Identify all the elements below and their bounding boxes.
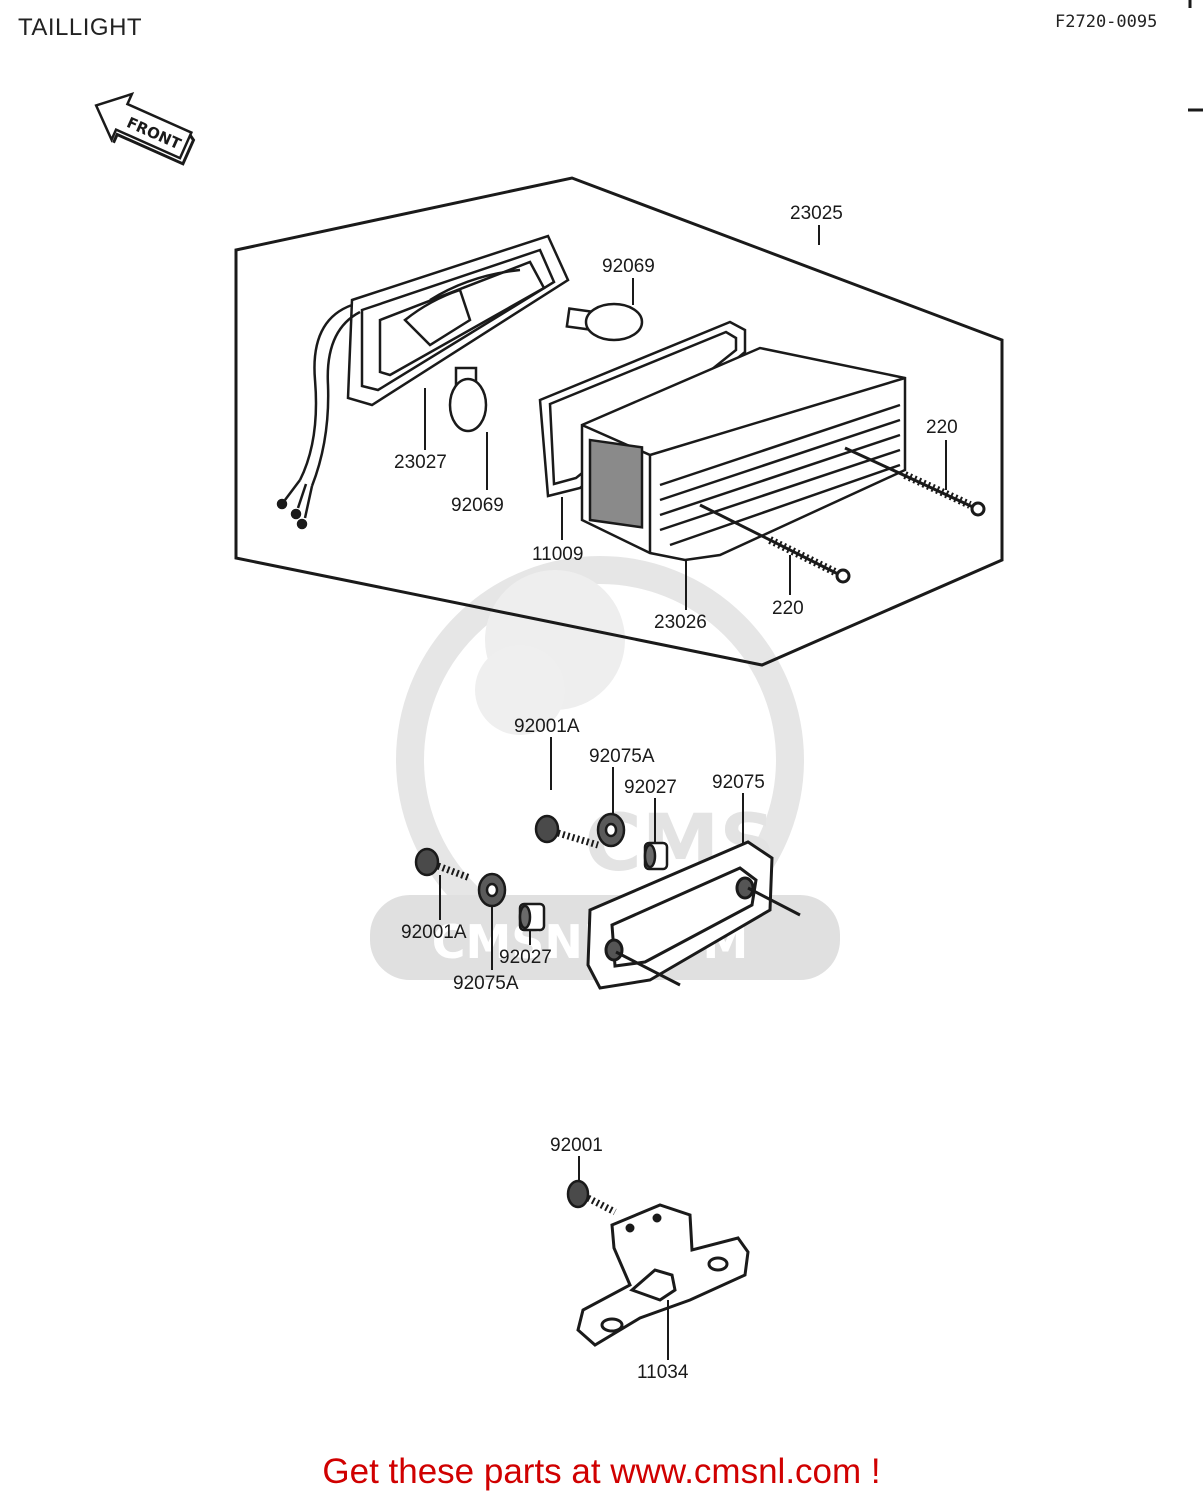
edge-marks	[1188, 0, 1203, 112]
taillight-assembly-boundary	[234, 176, 1004, 667]
bolt-upper-92001A	[534, 814, 600, 849]
callout-23026: 23026	[654, 612, 707, 633]
collar-lower-92027	[518, 902, 546, 932]
screw-upper-220	[844, 446, 986, 517]
bolt-lower-92001A	[414, 847, 472, 882]
callout-92027-lower: 92027	[499, 947, 552, 968]
bolt-92001	[566, 1179, 617, 1216]
leader-lines	[424, 225, 947, 1360]
callout-92027-upper: 92027	[624, 777, 677, 798]
footer-link[interactable]: Get these parts at www.cmsnl.com !	[322, 1452, 881, 1491]
gasket-11009	[538, 320, 747, 498]
callout-92001: 92001	[550, 1135, 603, 1156]
callout-92069-lower: 92069	[451, 495, 504, 516]
callout-11034: 11034	[637, 1362, 689, 1383]
wire-harness	[276, 303, 361, 530]
bulb-lower-92069	[448, 366, 488, 433]
collar-upper-92027	[643, 841, 669, 871]
washer-upper-92075A	[596, 812, 626, 848]
bulb-upper-92069	[565, 302, 644, 342]
callout-92075A-lower: 92075A	[453, 973, 519, 994]
lens-base-23027	[346, 234, 570, 407]
callout-92075A-upper: 92075A	[589, 746, 655, 767]
lens-cover-23026	[580, 346, 907, 562]
callout-92001A-lower: 92001A	[401, 922, 467, 943]
washer-lower-92075A	[477, 872, 507, 908]
callout-23027: 23027	[394, 452, 447, 473]
front-arrow: FRONT	[94, 91, 196, 166]
callout-23025: 23025	[790, 203, 843, 224]
screw-lower-220	[699, 503, 851, 584]
callout-92001A-upper: 92001A	[514, 716, 580, 737]
callout-220-upper: 220	[926, 417, 958, 438]
callout-220-lower: 220	[772, 598, 804, 619]
diagram-code: F2720-0095	[1055, 12, 1158, 32]
license-bracket-11034	[576, 1203, 750, 1347]
callout-92075: 92075	[712, 772, 765, 793]
lamp-bracket-92075	[586, 840, 801, 990]
page-title: TAILLIGHT	[18, 14, 143, 41]
callout-92069-upper: 92069	[602, 256, 655, 277]
callout-labels: 23025 92069 23027 92069 11009 220 220 23…	[394, 203, 958, 1383]
callout-11009: 11009	[532, 544, 583, 565]
